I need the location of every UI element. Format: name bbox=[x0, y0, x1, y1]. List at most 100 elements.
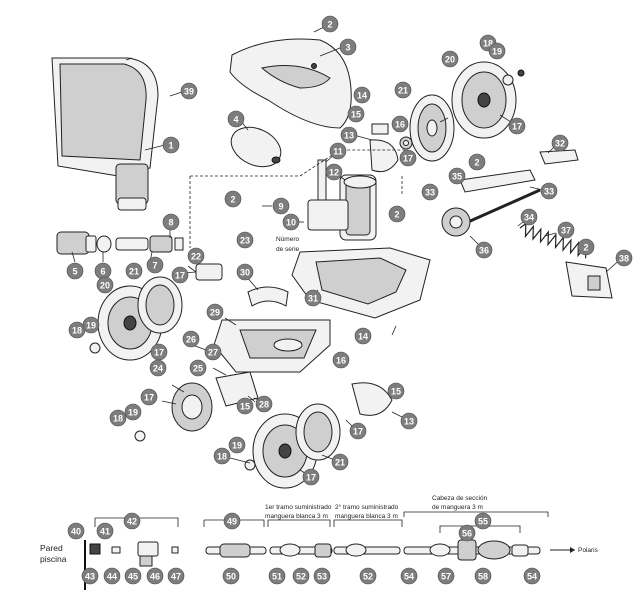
callout-number: 43 bbox=[85, 572, 95, 582]
callout-49-72: 49 bbox=[223, 512, 241, 530]
callout-28-51: 28 bbox=[255, 395, 273, 413]
callout-circle bbox=[329, 142, 347, 160]
callout-circle bbox=[268, 567, 286, 585]
callout-number: 40 bbox=[71, 527, 81, 537]
callout-number: 17 bbox=[512, 122, 522, 132]
callout-number: 56 bbox=[462, 529, 472, 539]
callout-number: 50 bbox=[226, 572, 236, 582]
callout-circle bbox=[359, 567, 377, 585]
callout-33-57: 33 bbox=[540, 182, 558, 200]
callout-45-69: 45 bbox=[124, 567, 142, 585]
callout-circle bbox=[394, 81, 412, 99]
callout-51-74: 51 bbox=[268, 567, 286, 585]
callout-54-78: 54 bbox=[400, 567, 418, 585]
callout-number: 32 bbox=[555, 139, 565, 149]
callout-circle bbox=[313, 567, 331, 585]
callout-circle bbox=[437, 567, 455, 585]
callout-number: 16 bbox=[336, 356, 346, 366]
callout-13-16: 13 bbox=[340, 126, 358, 144]
callout-circle bbox=[508, 117, 526, 135]
callout-number: 18 bbox=[217, 452, 227, 462]
callout-number: 25 bbox=[193, 364, 203, 374]
callout-circle bbox=[81, 567, 99, 585]
callout-number: 18 bbox=[483, 39, 493, 49]
callout-number: 52 bbox=[296, 572, 306, 582]
callout-40-64: 40 bbox=[67, 522, 85, 540]
callout-circle bbox=[441, 50, 459, 68]
callout-41-65: 41 bbox=[96, 522, 114, 540]
part-1-hood bbox=[51, 57, 159, 211]
callout-number: 20 bbox=[100, 281, 110, 291]
callout-circle bbox=[255, 395, 273, 413]
callout-circle bbox=[67, 522, 85, 540]
callout-circle bbox=[332, 351, 350, 369]
callout-circle bbox=[540, 182, 558, 200]
callout-number: 28 bbox=[259, 400, 269, 410]
callout-circle bbox=[421, 183, 439, 201]
callout-circle bbox=[162, 213, 180, 231]
callout-circle bbox=[223, 512, 241, 530]
callout-5-8: 5 bbox=[66, 262, 84, 280]
callout-2-3: 2 bbox=[468, 153, 486, 171]
callout-21-42: 21 bbox=[394, 81, 412, 99]
part-36-gear bbox=[441, 207, 471, 237]
callout-23-46: 23 bbox=[236, 231, 254, 249]
callout-number: 17 bbox=[154, 348, 164, 358]
callout-number: 12 bbox=[329, 168, 339, 178]
part-24-gearwheel bbox=[171, 382, 213, 432]
callout-circle bbox=[353, 86, 371, 104]
callout-number: 44 bbox=[107, 572, 117, 582]
callout-circle bbox=[96, 522, 114, 540]
callout-number: 17 bbox=[353, 427, 363, 437]
callout-number: 22 bbox=[191, 252, 201, 262]
callout-circle bbox=[162, 136, 180, 154]
callout-2-2: 2 bbox=[224, 190, 242, 208]
callout-number: 55 bbox=[478, 517, 488, 527]
callout-21-44: 21 bbox=[331, 453, 349, 471]
part-wheel-left bbox=[97, 276, 183, 361]
callout-number: 8 bbox=[168, 218, 173, 228]
callout-17-31: 17 bbox=[302, 468, 320, 486]
callout-circle bbox=[488, 42, 506, 60]
callout-19-37: 19 bbox=[82, 316, 100, 334]
callout-number: 3 bbox=[345, 43, 350, 53]
callout-37-61: 37 bbox=[557, 221, 575, 239]
callout-circle bbox=[182, 330, 200, 348]
callout-number: 30 bbox=[240, 268, 250, 278]
callout-10-13: 10 bbox=[282, 213, 300, 231]
callout-3-6: 3 bbox=[339, 38, 357, 56]
callout-number: 36 bbox=[479, 246, 489, 256]
callout-24-47: 24 bbox=[149, 359, 167, 377]
callout-number: 54 bbox=[527, 572, 537, 582]
callout-circle bbox=[339, 38, 357, 56]
part-4-float bbox=[230, 126, 282, 168]
callout-38-62: 38 bbox=[615, 249, 633, 267]
callout-47-71: 47 bbox=[167, 567, 185, 585]
callout-number: 2 bbox=[230, 195, 235, 205]
part-29-bellypan bbox=[213, 319, 331, 373]
callout-number: 2 bbox=[583, 243, 588, 253]
callout-number: 9 bbox=[278, 202, 283, 212]
callout-number: 33 bbox=[425, 188, 435, 198]
callout-53-76: 53 bbox=[313, 567, 331, 585]
callout-circle bbox=[399, 149, 417, 167]
callout-number: 45 bbox=[128, 572, 138, 582]
callout-4-7: 4 bbox=[227, 110, 245, 128]
callout-number: 19 bbox=[492, 47, 502, 57]
label-numero-serie-1: Número bbox=[276, 236, 300, 243]
callout-number: 39 bbox=[184, 87, 194, 97]
callout-number: 1 bbox=[168, 141, 173, 151]
callout-number: 15 bbox=[351, 110, 361, 120]
callout-number: 34 bbox=[524, 213, 534, 223]
callout-44-68: 44 bbox=[103, 567, 121, 585]
callout-number: 21 bbox=[129, 267, 139, 277]
callout-circle bbox=[96, 276, 114, 294]
callout-55-79: 55 bbox=[474, 512, 492, 530]
callout-circle bbox=[325, 163, 343, 181]
callout-circle bbox=[474, 567, 492, 585]
callout-number: 47 bbox=[171, 572, 181, 582]
callout-number: 26 bbox=[186, 335, 196, 345]
callout-46-70: 46 bbox=[146, 567, 164, 585]
callout-circle bbox=[551, 134, 569, 152]
callout-54-83: 54 bbox=[523, 567, 541, 585]
